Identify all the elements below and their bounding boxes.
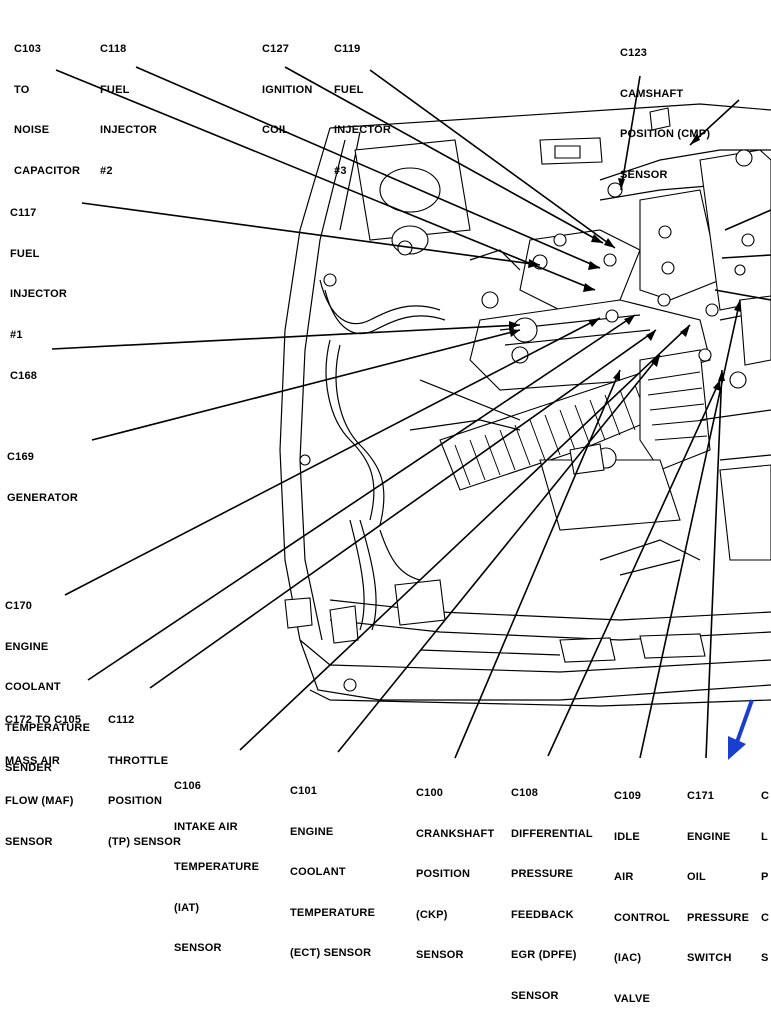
callout-line: TEMPERATURE xyxy=(174,861,260,873)
callout-line: CONTROL xyxy=(614,911,670,924)
callout-c171: C171 ENGINE OIL PRESSURE SWITCH xyxy=(687,763,749,979)
callout-line: TEMPERATURE xyxy=(290,906,376,919)
callout-c123: C123 CAMSHAFT POSITION (CMP) SENSOR xyxy=(620,20,710,196)
callout-line: C100 xyxy=(416,787,444,799)
callout-line: NOISE xyxy=(14,124,50,136)
callout-line: C117 xyxy=(10,207,37,219)
callout-c117: C117 FUEL INJECTOR #1 xyxy=(10,180,67,356)
callout-line: C xyxy=(761,790,770,802)
callout-line: C101 xyxy=(290,785,318,797)
callout-line: SWITCH xyxy=(687,952,732,964)
callout-line: C xyxy=(761,911,770,924)
callout-line: #3 xyxy=(334,164,347,177)
callout-line: IDLE xyxy=(614,830,640,843)
callout-line: INJECTOR xyxy=(334,124,392,136)
callout-line: L xyxy=(761,830,768,843)
callout-line: COOLANT xyxy=(5,681,61,693)
callout-line: INJECTOR xyxy=(100,124,158,136)
callout-line: AIR xyxy=(614,871,634,883)
callout-line: MASS AIR xyxy=(5,754,60,767)
callout-line: INTAKE AIR xyxy=(174,820,238,833)
callout-c118: C118 FUEL INJECTOR #2 xyxy=(100,16,157,192)
callout-line: CRANKSHAFT xyxy=(416,827,495,840)
callout-line: COIL xyxy=(262,124,290,136)
callout-line: C171 xyxy=(687,790,715,802)
callout-line: C168 xyxy=(10,370,38,382)
callout-line: P xyxy=(761,871,769,883)
callout-line: C106 xyxy=(174,780,202,792)
callout-line: VALVE xyxy=(614,992,651,1005)
callout-line: ENGINE xyxy=(290,825,334,838)
blue-pointer-arrow-icon xyxy=(728,699,754,760)
callout-line: THROTTLE xyxy=(108,754,169,767)
callout-line: PRESSURE xyxy=(687,911,750,924)
callout-line: C170 xyxy=(5,600,33,612)
callout-c119: C119 FUEL INJECTOR #3 xyxy=(334,16,391,192)
callout-line: POSITION xyxy=(108,795,163,807)
callout-line: (CKP) xyxy=(416,908,448,921)
engine-connector-diagram xyxy=(51,66,771,760)
callout-line: SENSOR xyxy=(5,835,53,848)
callout-line: SENSOR xyxy=(620,168,668,181)
callout-line: EGR (DPFE) xyxy=(511,949,577,961)
callout-line: C109 xyxy=(614,790,642,802)
callout-c169: C169 GENERATOR xyxy=(7,424,78,519)
callout-line: CAPACITOR xyxy=(14,164,81,177)
callout-line: (TP) SENSOR xyxy=(108,835,182,848)
callout-c101: C101 ENGINE COOLANT TEMPERATURE (ECT) SE… xyxy=(290,758,375,974)
callout-c100: C100 CRANKSHAFT POSITION (CKP) SENSOR xyxy=(416,760,494,976)
callout-line: C112 xyxy=(108,714,135,726)
callout-line: PRESSURE xyxy=(511,868,574,880)
leader-lines xyxy=(51,66,771,759)
callout-line: FUEL xyxy=(10,247,40,260)
callout-line: SENDER xyxy=(5,762,53,774)
callout-line: OIL xyxy=(687,871,706,883)
callout-line: CAMSHAFT xyxy=(620,87,684,100)
callout-line: ENGINE xyxy=(5,640,49,653)
callout-line: C123 xyxy=(620,47,648,59)
callout-line: C103 xyxy=(14,43,42,55)
callout-line: FEEDBACK xyxy=(511,908,574,921)
callout-line: INJECTOR xyxy=(10,288,68,300)
callout-c108: C108 DIFFERENTIAL PRESSURE FEEDBACK EGR … xyxy=(511,760,593,1017)
callout-line: S xyxy=(761,952,769,964)
callout-line: POSITION xyxy=(416,868,471,880)
callout-line: C118 xyxy=(100,43,127,55)
callout-c170: C170 ENGINE COOLANT TEMPERATURE SENDER xyxy=(5,573,90,789)
callout-line: (ECT) SENSOR xyxy=(290,947,372,959)
callout-line: (IAT) xyxy=(174,901,200,914)
callout-line: FLOW (MAF) xyxy=(5,795,74,807)
callout-line: #2 xyxy=(100,164,113,177)
callout-line: C172 TO C105 xyxy=(5,714,82,726)
callout-c112: C112 THROTTLE POSITION (TP) SENSOR xyxy=(108,687,181,863)
callout-line: DIFFERENTIAL xyxy=(511,827,593,840)
callout-c109: C109 IDLE AIR CONTROL (IAC) VALVE xyxy=(614,763,670,1020)
callout-c106: C106 INTAKE AIR TEMPERATURE (IAT) SENSOR xyxy=(174,753,259,969)
callout-line: GENERATOR xyxy=(7,491,79,504)
callout-line: TEMPERATURE xyxy=(5,721,91,734)
callout-line: ENGINE xyxy=(687,830,731,843)
callout-c168: C168 xyxy=(10,343,37,397)
callout-line: FUEL xyxy=(334,83,364,96)
callout-line: C169 xyxy=(7,451,35,463)
callout-line: #1 xyxy=(10,328,23,341)
callout-line: (IAC) xyxy=(614,952,642,964)
callout-line: POSITION (CMP) xyxy=(620,128,711,140)
callout-c103: C103 TO NOISE CAPACITOR xyxy=(14,16,80,192)
callout-line: IGNITION xyxy=(262,83,313,96)
callout-line: SENSOR xyxy=(174,942,222,954)
callout-line: C127 xyxy=(262,43,290,55)
callout-line: COOLANT xyxy=(290,866,346,878)
callout-line: SENSOR xyxy=(416,949,464,961)
callout-cut-off: C L P C S xyxy=(761,763,769,979)
callout-line: C108 xyxy=(511,787,539,799)
callout-c127: C127 IGNITION COIL xyxy=(262,16,313,151)
callout-c172: C172 TO C105 MASS AIR FLOW (MAF) SENSOR xyxy=(5,687,81,863)
callout-line: SENSOR xyxy=(511,989,559,1002)
callout-line: FUEL xyxy=(100,83,130,96)
callout-line: C119 xyxy=(334,43,361,55)
callout-line: TO xyxy=(14,83,30,96)
